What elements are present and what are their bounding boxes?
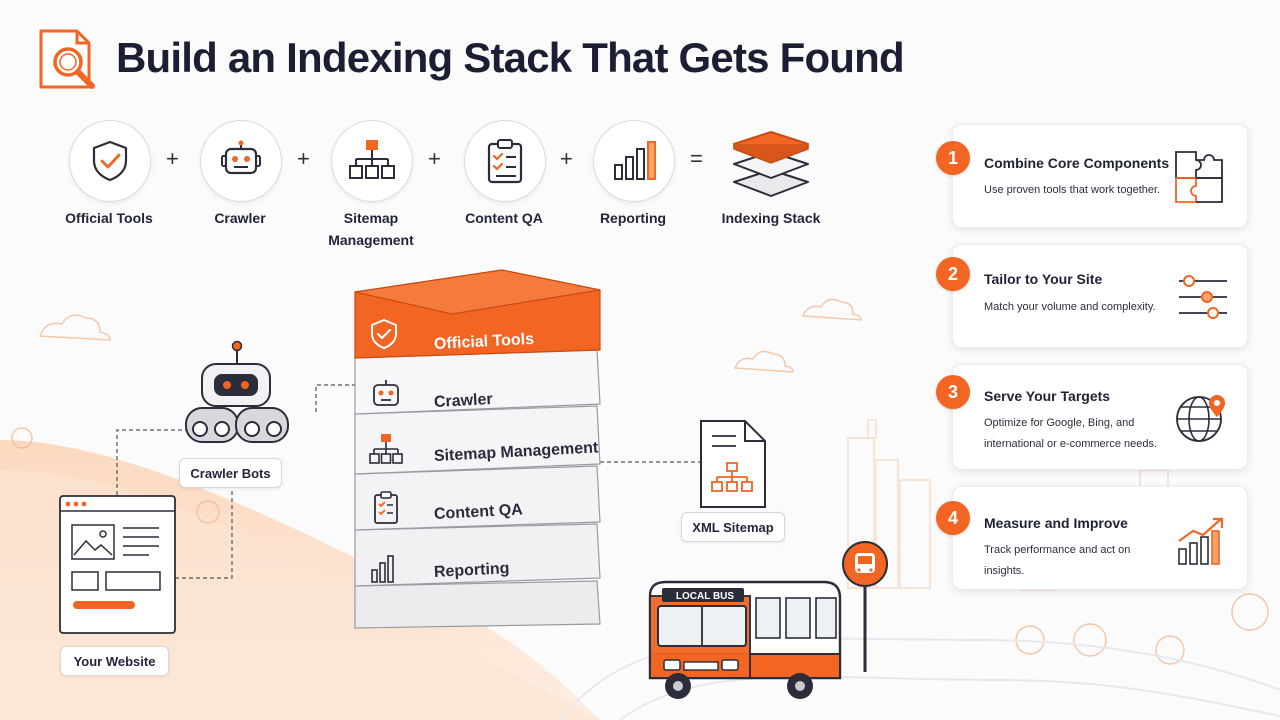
step-description: Match your volume and complexity. (984, 301, 1156, 313)
step-card: 2 Tailor to Your Site Match your volume … (936, 244, 1248, 348)
bus-stop-sign-icon (842, 541, 888, 672)
step-number-badge: 4 (936, 501, 970, 535)
step-title: Tailor to Your Site (984, 271, 1103, 287)
sliders-icon (1179, 275, 1227, 319)
stack-layer-label: Crawler (433, 390, 494, 411)
puzzle-icon (1175, 151, 1223, 203)
indexing-stack (354, 269, 601, 629)
shield-check-icon (92, 140, 128, 182)
step-title: Measure and Improve (984, 515, 1128, 531)
sitemap-icon (369, 434, 403, 464)
growth-chart-icon (1178, 517, 1224, 565)
xml-sitemap-label: XML Sitemap (681, 512, 785, 542)
formula-label: Indexing Stack (721, 210, 821, 226)
globe-pin-icon (1176, 395, 1225, 442)
shield-check-icon (371, 318, 397, 350)
formula-label: Reporting (599, 210, 667, 226)
plus-operator: + (166, 146, 179, 171)
plus-operator: + (297, 146, 310, 171)
formula-label: Crawler (214, 210, 266, 226)
layers-icon (733, 131, 809, 197)
step-description: Track performance and act on insights. (984, 544, 1131, 577)
formula-label: Official Tools (65, 210, 153, 226)
step-title: Serve Your Targets (984, 388, 1111, 404)
local-bus-illustration (648, 580, 842, 699)
plus-operator: + (560, 146, 573, 171)
clipboard-check-icon (374, 491, 398, 524)
sitemap-icon (349, 140, 395, 179)
formula-official-tools-circle (69, 120, 151, 202)
step-card: 3 Serve Your Targets Optimize for Google… (936, 364, 1248, 470)
page-title: Build an Indexing Stack That Gets Found (116, 34, 905, 81)
formula-crawler-circle (200, 120, 282, 202)
plus-operator: + (428, 146, 441, 171)
step-number-badge: 2 (936, 257, 970, 291)
your-website-label: Your Website (60, 646, 169, 676)
step-number-badge: 3 (936, 375, 970, 409)
formula-content-qa-circle (464, 120, 546, 202)
bus-destination-sign: LOCAL BUS (675, 591, 735, 602)
search-document-icon (39, 29, 95, 89)
step-card: 1 Combine Core Components Use proven too… (936, 124, 1248, 228)
bar-chart-icon (614, 141, 656, 180)
step-number-badge: 1 (936, 141, 970, 175)
formula-label: Content QA (465, 210, 543, 226)
xml-sitemap-document-icon (700, 420, 766, 508)
robot-icon (373, 380, 399, 406)
crawler-robot-illustration (185, 340, 289, 443)
equals-operator: = (690, 146, 703, 171)
formula-sitemap-circle (331, 120, 413, 202)
step-description: Optimize for Google, Bing, and internati… (984, 417, 1158, 450)
robot-icon (221, 140, 261, 175)
clipboard-check-icon (487, 139, 523, 184)
formula-label: Sitemap Management (328, 210, 414, 248)
bar-chart-icon (371, 555, 394, 583)
step-card: 4 Measure and Improve Track performance … (936, 486, 1248, 590)
step-title: Combine Core Components (984, 155, 1170, 171)
formula-reporting-circle (593, 120, 675, 202)
crawler-bots-label: Crawler Bots (179, 458, 282, 488)
website-illustration (59, 495, 176, 634)
step-description: Use proven tools that work together. (984, 184, 1161, 196)
